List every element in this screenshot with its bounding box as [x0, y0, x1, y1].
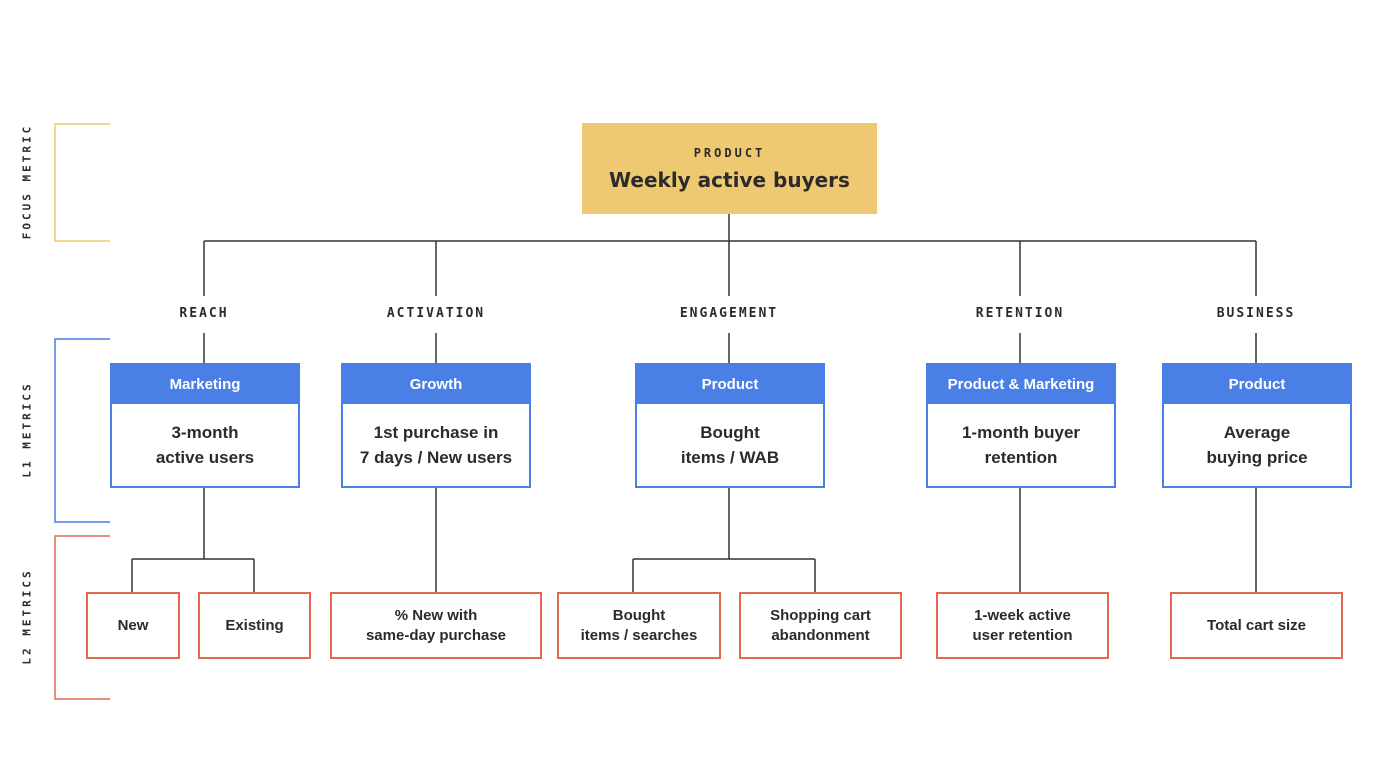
- category-engagement: ENGAGEMENT: [679, 306, 779, 321]
- l1-metric-text: 3-month active users: [155, 423, 255, 467]
- l2-metric-week-retention: 1-week active user retention: [936, 592, 1109, 659]
- l2-metric-same-day-purchase: % New with same-day purchase: [330, 592, 542, 659]
- l1-metric-text: 1st purchase in 7 days / New users: [359, 423, 513, 467]
- category-reach: REACH: [179, 306, 229, 321]
- focus-bracket: [54, 123, 110, 242]
- l1-metric-text: Bought items / WAB: [680, 423, 780, 467]
- l2-metric-new: New: [86, 592, 180, 659]
- focus-metric-box: PRODUCT Weekly active buyers: [582, 123, 877, 214]
- l1-metric-retention: Product & Marketing 1-month buyer retent…: [926, 363, 1116, 488]
- l1-metric-engagement: Product Bought items / WAB: [635, 363, 825, 488]
- l1-bracket: [54, 338, 110, 523]
- l1-metric-business: Product Average buying price: [1162, 363, 1352, 488]
- focus-metric-label: FOCUS METRIC: [20, 123, 34, 240]
- l1-metric-text: 1-month buyer retention: [961, 423, 1081, 467]
- l1-metric-reach: Marketing 3-month active users: [110, 363, 300, 488]
- l1-owner: Product: [637, 365, 823, 404]
- l2-metric-total-cart-size: Total cart size: [1170, 592, 1343, 659]
- focus-metric-title: Weekly active buyers: [609, 167, 850, 192]
- l2-bracket: [54, 535, 110, 700]
- l2-metrics-label: L2 METRICS: [20, 568, 34, 665]
- l2-metric-existing: Existing: [198, 592, 311, 659]
- l1-owner: Product: [1164, 365, 1350, 404]
- l2-metric-bought-searches: Bought items / searches: [557, 592, 721, 659]
- l1-metric-text: Average buying price: [1206, 423, 1308, 467]
- focus-owner: PRODUCT: [693, 145, 766, 160]
- category-business: BUSINESS: [1216, 306, 1296, 321]
- category-retention: RETENTION: [975, 306, 1065, 321]
- l1-owner: Marketing: [112, 365, 298, 404]
- l1-owner: Product & Marketing: [928, 365, 1114, 404]
- category-activation: ACTIVATION: [386, 306, 486, 321]
- l1-metric-activation: Growth 1st purchase in 7 days / New user…: [341, 363, 531, 488]
- l1-owner: Growth: [343, 365, 529, 404]
- l2-metric-cart-abandonment: Shopping cart abandonment: [739, 592, 902, 659]
- l1-metrics-label: L1 METRICS: [20, 381, 34, 478]
